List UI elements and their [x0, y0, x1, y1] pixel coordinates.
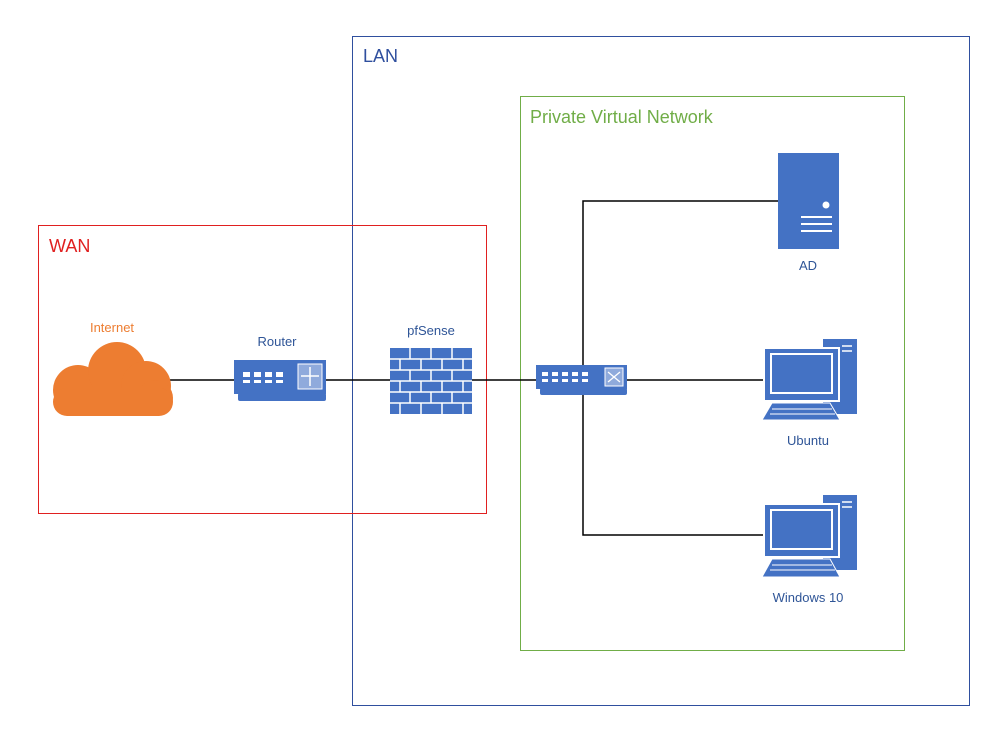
- pfsense-label: pfSense: [407, 323, 455, 338]
- cloud-icon: [53, 342, 173, 416]
- wan-zone: WAN: [38, 225, 487, 514]
- lan-zone: LAN: [352, 36, 970, 706]
- link-switch-windows: [582, 390, 764, 536]
- internet-label: Internet: [89, 320, 135, 335]
- switch-icon: [536, 365, 627, 395]
- link-switch-ad: [582, 200, 778, 370]
- wan-zone-title: WAN: [49, 236, 91, 256]
- connections: [162, 200, 778, 536]
- lan-zone-title: LAN: [363, 46, 399, 66]
- windows-computer-icon: [761, 495, 857, 578]
- router-label: Router: [257, 334, 297, 349]
- windows-10-label: Windows 10: [772, 590, 844, 605]
- private-network-zone: Private Virtual Network: [520, 96, 905, 651]
- ubuntu-computer-icon: [761, 339, 857, 421]
- server-icon: [778, 153, 839, 249]
- ad-label: AD: [798, 258, 818, 273]
- router-icon: [234, 360, 326, 401]
- ubuntu-label: Ubuntu: [787, 433, 829, 448]
- firewall-icon: [390, 348, 472, 414]
- private-network-zone-title: Private Virtual Network: [530, 107, 713, 127]
